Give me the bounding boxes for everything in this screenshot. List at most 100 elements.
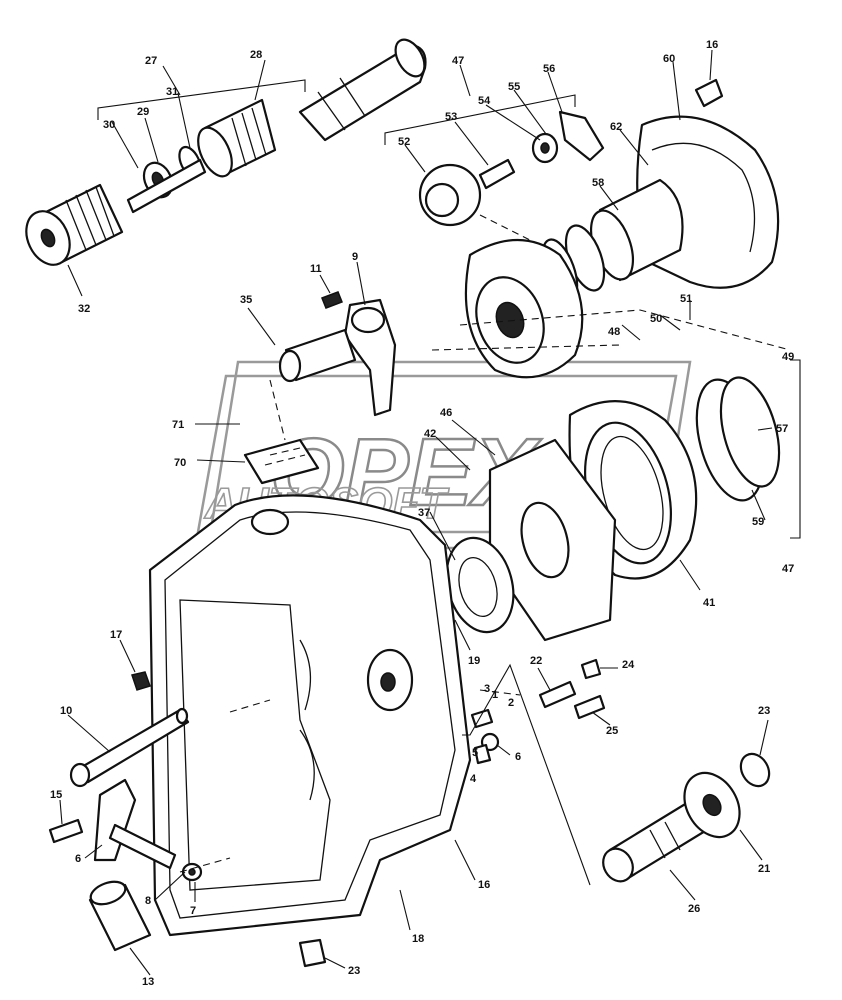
output-shaft-end xyxy=(602,847,634,883)
callout-23-right: 23 xyxy=(758,705,770,717)
leader-20 xyxy=(669,869,696,901)
stud-15 xyxy=(48,818,84,844)
callout-28: 28 xyxy=(250,49,262,61)
washer-hole xyxy=(540,142,550,154)
leader-21 xyxy=(739,829,763,861)
callout-15: 15 xyxy=(50,789,62,801)
leader-16-top xyxy=(709,49,713,81)
leader-46 xyxy=(451,419,496,456)
callout-56: 56 xyxy=(543,63,555,75)
callout-71: 71 xyxy=(172,419,184,431)
leader-16-bottom xyxy=(454,839,476,881)
spur-gear-teeth xyxy=(65,186,115,251)
nut-24 xyxy=(580,658,602,680)
bracket-47-top xyxy=(384,94,576,145)
callout-6-right: 6 xyxy=(515,751,521,763)
callout-4: 4 xyxy=(470,773,477,785)
leader-23-bottom xyxy=(324,957,346,969)
leader-29 xyxy=(177,92,191,149)
housing-boss-hole xyxy=(380,672,396,692)
callout-27-top: 27 xyxy=(145,55,157,67)
shaft-stub xyxy=(126,158,207,214)
callout-62: 62 xyxy=(610,121,622,133)
callout-51: 51 xyxy=(680,293,692,305)
leader-30 xyxy=(144,117,159,163)
callout-52: 52 xyxy=(398,136,410,148)
shift-fork-assembly xyxy=(195,261,397,485)
housing-opening xyxy=(179,599,331,891)
leader-70 xyxy=(196,459,246,463)
leader-32 xyxy=(67,264,83,297)
leader-10 xyxy=(67,714,111,753)
leader-13 xyxy=(129,947,151,976)
leader-15 xyxy=(59,799,63,825)
bracket-1 xyxy=(462,663,591,886)
shaft-grooves xyxy=(317,77,366,131)
leader-47 xyxy=(459,64,471,97)
dash-line-pin xyxy=(479,214,531,241)
callout-16-top: 16 xyxy=(706,39,718,51)
leader-6b xyxy=(496,744,511,756)
spur-gear-bore xyxy=(40,228,56,248)
lock-plate xyxy=(558,110,605,162)
plug-23 xyxy=(298,938,327,968)
leader-56 xyxy=(547,71,563,113)
callout-47-bottom: 47 xyxy=(782,563,794,575)
leader-42 xyxy=(435,436,471,471)
fork-rod-end xyxy=(278,349,302,383)
housing-rib-1 xyxy=(299,639,312,711)
ring-gear-inner xyxy=(600,435,664,551)
callout-18: 18 xyxy=(412,933,424,945)
callout-16-bottom: 16 xyxy=(478,879,490,891)
middle-right-gears xyxy=(429,300,801,642)
washer-8-hole xyxy=(188,868,196,876)
leader-55 xyxy=(513,89,547,135)
bracket-27 xyxy=(97,79,306,120)
upper-right-assembly xyxy=(384,49,791,379)
callout-25: 25 xyxy=(606,725,618,737)
leader-27 xyxy=(162,65,181,96)
lower-left-parts xyxy=(48,639,346,976)
dash-line-drum xyxy=(459,309,791,351)
bearing-37-inner xyxy=(458,557,498,617)
leader-25 xyxy=(591,711,611,726)
callout-5: 5 xyxy=(472,747,478,759)
leader-9 xyxy=(356,261,366,306)
callout-7: 7 xyxy=(190,905,196,917)
callout-41: 41 xyxy=(703,597,715,609)
callout-58: 58 xyxy=(592,177,604,189)
callout-10: 10 xyxy=(60,705,72,717)
rod-10-tip xyxy=(175,707,189,725)
callout-31: 31 xyxy=(166,86,178,98)
leader-19 xyxy=(454,619,471,651)
callout-9: 9 xyxy=(352,251,358,263)
callout-6-left: 6 xyxy=(75,853,81,865)
callout-24: 24 xyxy=(622,659,635,671)
callout-48: 48 xyxy=(608,326,620,338)
shaft-end xyxy=(394,38,426,78)
leader-35 xyxy=(247,307,276,346)
pin-4 xyxy=(473,743,492,765)
seal-23 xyxy=(739,752,771,788)
callout-19: 19 xyxy=(468,655,480,667)
callout-54: 54 xyxy=(478,95,491,107)
rod-10-head xyxy=(69,762,91,788)
callout-11: 11 xyxy=(310,263,322,275)
callout-29: 29 xyxy=(137,106,149,118)
small-gear-hub xyxy=(424,182,460,218)
leader-31 xyxy=(111,121,139,169)
dash-line-lever xyxy=(179,857,231,873)
dash-line-rod xyxy=(229,699,271,713)
callout-42: 42 xyxy=(424,428,436,440)
dash-line-small-parts xyxy=(479,689,521,696)
callout-labels: 27 30 29 28 31 32 47 52 53 54 55 56 60 1… xyxy=(50,39,794,988)
end-cover-rim xyxy=(651,142,756,253)
leader-57 xyxy=(757,427,773,431)
flange-21-bore xyxy=(702,793,722,817)
callout-26: 26 xyxy=(688,903,700,915)
leader-54 xyxy=(485,104,541,141)
housing-rib-2 xyxy=(299,729,315,801)
shaft-gear-teeth xyxy=(231,107,267,167)
stud-25 xyxy=(573,694,606,720)
